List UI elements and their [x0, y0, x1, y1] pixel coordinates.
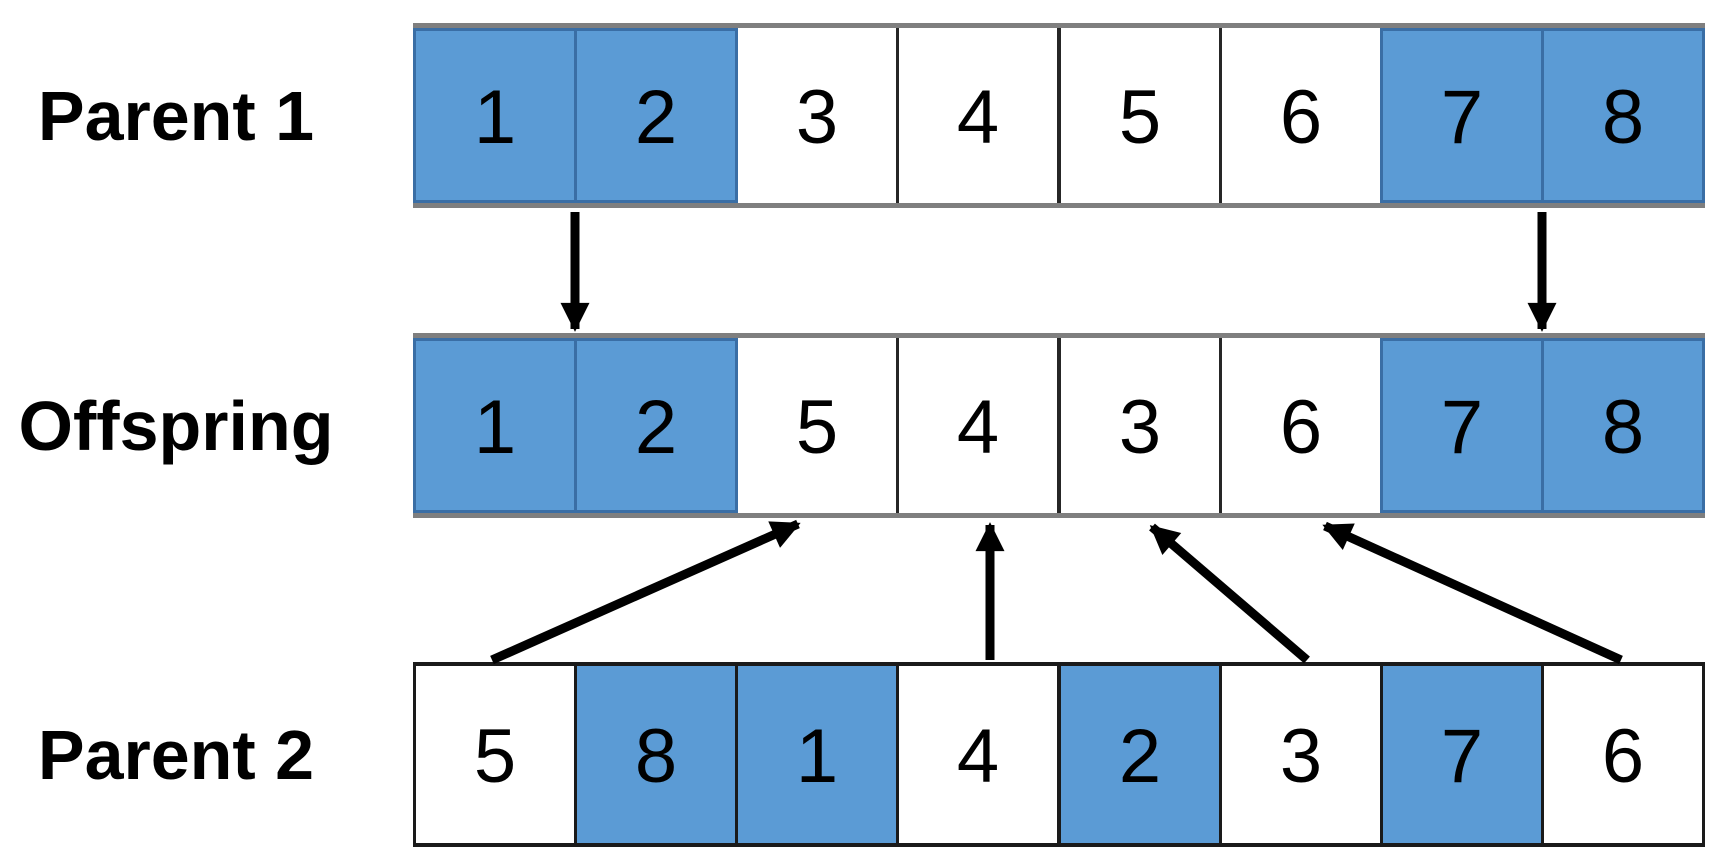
cell-value: 5 — [473, 713, 517, 799]
cell-value: 4 — [956, 713, 1000, 799]
cell-value: 4 — [956, 384, 1000, 470]
cell-value: 2 — [1118, 713, 1162, 799]
cell-value: 5 — [1118, 74, 1162, 160]
cell-offspring-7: 7 — [1380, 338, 1544, 513]
cell-parent2-5: 2 — [1058, 666, 1222, 843]
cell-parent1-2: 2 — [574, 28, 738, 203]
cell-parent1-6: 6 — [1219, 28, 1383, 203]
cell-value: 2 — [634, 384, 678, 470]
cell-parent2-7: 7 — [1380, 666, 1544, 843]
arrow-parent2-value6-to-offspring — [1322, 521, 1623, 665]
cell-value: 7 — [1440, 384, 1484, 470]
arrow-parent2-value5-to-offspring — [490, 519, 801, 665]
cell-parent2-4: 4 — [896, 666, 1060, 843]
row-offspring: 1 2 5 4 3 6 7 8 — [413, 333, 1705, 518]
cell-value: 8 — [634, 713, 678, 799]
cell-offspring-2: 2 — [574, 338, 738, 513]
cell-offspring-1: 1 — [413, 338, 577, 513]
row-parent1: 1 2 3 4 5 6 7 8 — [413, 23, 1705, 208]
cell-parent2-1: 5 — [413, 666, 577, 843]
row-label-parent1: Parent 1 — [37, 76, 315, 155]
cell-value: 6 — [1601, 713, 1645, 799]
cell-offspring-5: 3 — [1058, 338, 1222, 513]
cell-value: 3 — [795, 74, 839, 160]
cell-value: 5 — [795, 384, 839, 470]
cell-parent2-6: 3 — [1219, 666, 1383, 843]
cell-parent1-8: 8 — [1541, 28, 1705, 203]
cell-offspring-3: 5 — [735, 338, 899, 513]
cell-parent2-3: 1 — [735, 666, 899, 843]
cell-offspring-4: 4 — [896, 338, 1060, 513]
row-label-parent2: Parent 2 — [37, 715, 315, 794]
cell-parent1-4: 4 — [896, 28, 1060, 203]
cell-value: 3 — [1279, 713, 1323, 799]
cell-value: 1 — [473, 74, 517, 160]
cell-value: 6 — [1279, 384, 1323, 470]
cell-offspring-8: 8 — [1541, 338, 1705, 513]
cell-value: 6 — [1279, 74, 1323, 160]
cell-value: 8 — [1601, 384, 1645, 470]
cell-value: 1 — [795, 713, 839, 799]
cell-value: 4 — [956, 74, 1000, 160]
cell-value: 7 — [1440, 74, 1484, 160]
cell-offspring-6: 6 — [1219, 338, 1383, 513]
cell-value: 2 — [634, 74, 678, 160]
cell-parent1-3: 3 — [735, 28, 899, 203]
arrow-parent2-value3-to-offspring — [1149, 523, 1310, 664]
row-label-offspring: Offspring — [18, 386, 334, 465]
cell-value: 1 — [473, 384, 517, 470]
cell-parent1-5: 5 — [1058, 28, 1222, 203]
cell-parent2-8: 6 — [1541, 666, 1705, 843]
cell-parent1-7: 7 — [1380, 28, 1544, 203]
cell-parent1-1: 1 — [413, 28, 577, 203]
row-parent2: 5 8 1 4 2 3 7 6 — [413, 662, 1705, 847]
cell-value: 7 — [1440, 713, 1484, 799]
cell-value: 8 — [1601, 74, 1645, 160]
cell-parent2-2: 8 — [574, 666, 738, 843]
cell-value: 3 — [1118, 384, 1162, 470]
